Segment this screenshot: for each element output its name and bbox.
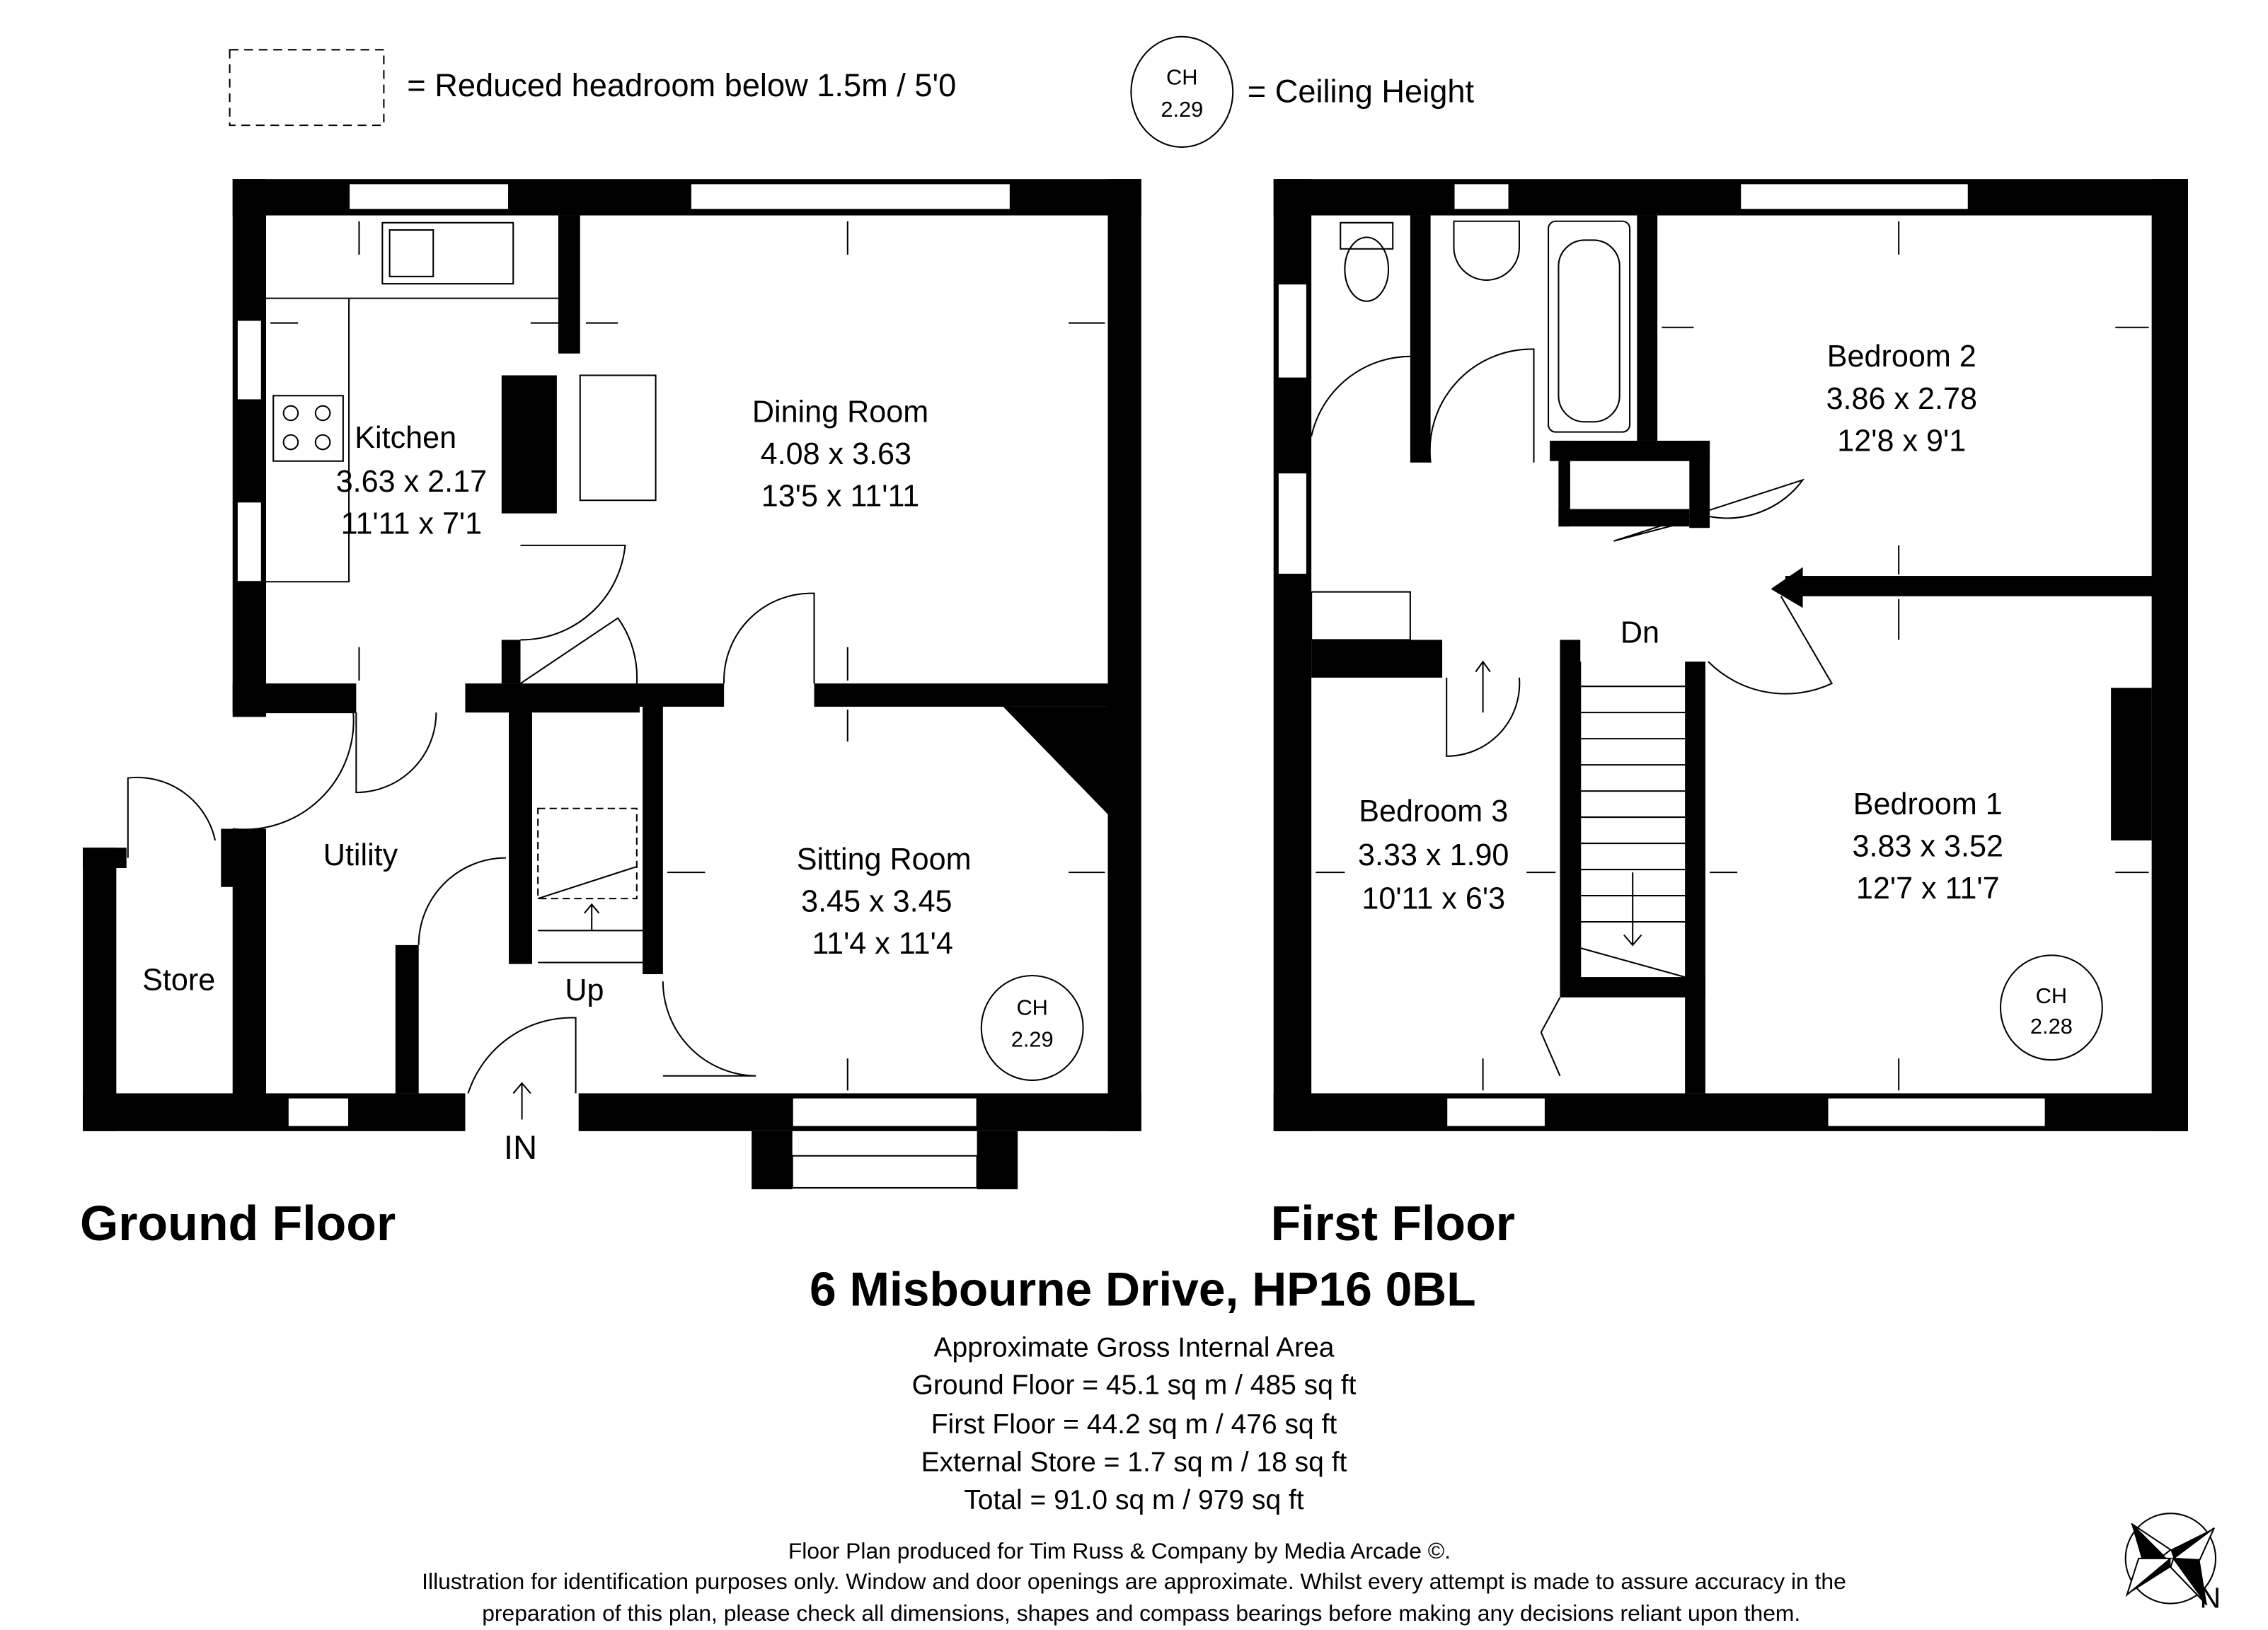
compass-north-label: N	[2199, 1582, 2221, 1614]
area-summary: Approximate Gross Internal Area Ground F…	[912, 1332, 1357, 1515]
svg-text:Illustration for identificatio: Illustration for identification purposes…	[422, 1568, 1846, 1594]
room-utility: Utility	[323, 838, 398, 872]
svg-text:12'8 x 9'1: 12'8 x 9'1	[1837, 424, 1966, 458]
ceiling-height-label: = Ceiling Height	[1248, 73, 1475, 109]
svg-text:preparation of this plan, plea: preparation of this plan, please check a…	[482, 1600, 1800, 1626]
svg-text:Ground Floor = 45.1 sq m / 485: Ground Floor = 45.1 sq m / 485 sq ft	[912, 1370, 1357, 1401]
svg-text:11'11 x 7'1: 11'11 x 7'1	[341, 507, 483, 541]
svg-text:3.45 x 3.45: 3.45 x 3.45	[801, 885, 952, 919]
compass-icon	[2124, 1513, 2217, 1606]
svg-text:Approximate Gross Internal Are: Approximate Gross Internal Area	[933, 1332, 1334, 1363]
svg-text:Kitchen: Kitchen	[355, 421, 456, 455]
room-store: Store	[142, 964, 215, 998]
svg-text:3.83 x 3.52: 3.83 x 3.52	[1853, 830, 2003, 864]
svg-text:3.33 x 1.90: 3.33 x 1.90	[1358, 838, 1509, 872]
ceiling-height-swatch	[1130, 35, 1234, 148]
entrance-label: IN	[504, 1129, 537, 1167]
svg-text:4.08 x 3.63: 4.08 x 3.63	[761, 437, 911, 471]
reduced-headroom-label: = Reduced headroom below 1.5m / 5'0	[407, 67, 956, 103]
stairs-up-label: Up	[565, 973, 604, 1007]
footer: Floor Plan produced for Tim Russ & Compa…	[422, 1538, 1846, 1626]
svg-text:Floor Plan produced for Tim Ru: Floor Plan produced for Tim Russ & Compa…	[788, 1538, 1451, 1563]
svg-text:3.63 x 2.17: 3.63 x 2.17	[336, 465, 487, 499]
svg-text:10'11 x 6'3: 10'11 x 6'3	[1362, 882, 1505, 916]
svg-text:Bedroom 1: Bedroom 1	[1853, 787, 2003, 821]
room-sitting: Sitting Room 3.45 x 3.45 11'4 x 11'4	[797, 843, 972, 961]
property-address: 6 Misbourne Drive, HP16 0BL	[810, 1263, 1476, 1316]
svg-text:Dining Room: Dining Room	[752, 395, 928, 429]
room-bedroom-2: Bedroom 2 3.86 x 2.78 12'8 x 9'1	[1826, 340, 1977, 458]
room-bedroom-3: Bedroom 3 3.33 x 1.90 10'11 x 6'3	[1358, 794, 1509, 915]
svg-text:3.86 x 2.78: 3.86 x 2.78	[1826, 382, 1977, 416]
svg-text:Sitting Room: Sitting Room	[797, 843, 972, 877]
ground-floor-plan: Kitchen 3.63 x 2.17 11'11 x 7'1 Dining R…	[80, 179, 1141, 1251]
ceiling-height-ground: CH 2.29	[980, 974, 1084, 1081]
ch-sample-label: CH	[1166, 65, 1197, 90]
stairs-down-label: Dn	[1621, 616, 1659, 650]
svg-text:12'7 x 11'7: 12'7 x 11'7	[1856, 872, 2000, 906]
svg-text:2.28: 2.28	[2030, 1014, 2073, 1039]
svg-text:Total = 91.0 sq m / 979 sq ft: Total = 91.0 sq m / 979 sq ft	[964, 1485, 1304, 1515]
first-floor-plan: Bedroom 2 3.86 x 2.78 12'8 x 9'1 Bedroom…	[1271, 179, 2189, 1251]
svg-text:First Floor = 44.2 sq m / 476: First Floor = 44.2 sq m / 476 sq ft	[931, 1409, 1337, 1440]
svg-text:External Store = 1.7 sq m / 1: External Store = 1.7 sq m / 18 sq ft	[921, 1447, 1347, 1478]
svg-text:13'5 x 11'11: 13'5 x 11'11	[761, 479, 919, 513]
svg-text:11'4 x 11'4: 11'4 x 11'4	[812, 927, 953, 961]
ceiling-height-first: CH 2.28	[1999, 954, 2103, 1061]
ch-sample-value: 2.29	[1161, 97, 1203, 122]
svg-text:CH: CH	[1016, 995, 1047, 1019]
room-bedroom-1: Bedroom 1 3.83 x 3.52 12'7 x 11'7	[1853, 787, 2003, 906]
svg-text:CH: CH	[2036, 983, 2067, 1008]
reduced-headroom-swatch	[229, 49, 385, 127]
first-floor-title: First Floor	[1271, 1196, 1515, 1251]
svg-text:2.29: 2.29	[1011, 1027, 1054, 1052]
legend: = Reduced headroom below 1.5m / 5'0 CH 2…	[229, 35, 1475, 148]
svg-text:Bedroom 2: Bedroom 2	[1827, 340, 1976, 374]
room-kitchen: Kitchen 3.63 x 2.17 11'11 x 7'1	[336, 421, 487, 541]
svg-text:Bedroom 3: Bedroom 3	[1359, 794, 1508, 828]
ground-floor-title: Ground Floor	[80, 1196, 396, 1251]
room-dining: Dining Room 4.08 x 3.63 13'5 x 11'11	[752, 395, 928, 513]
